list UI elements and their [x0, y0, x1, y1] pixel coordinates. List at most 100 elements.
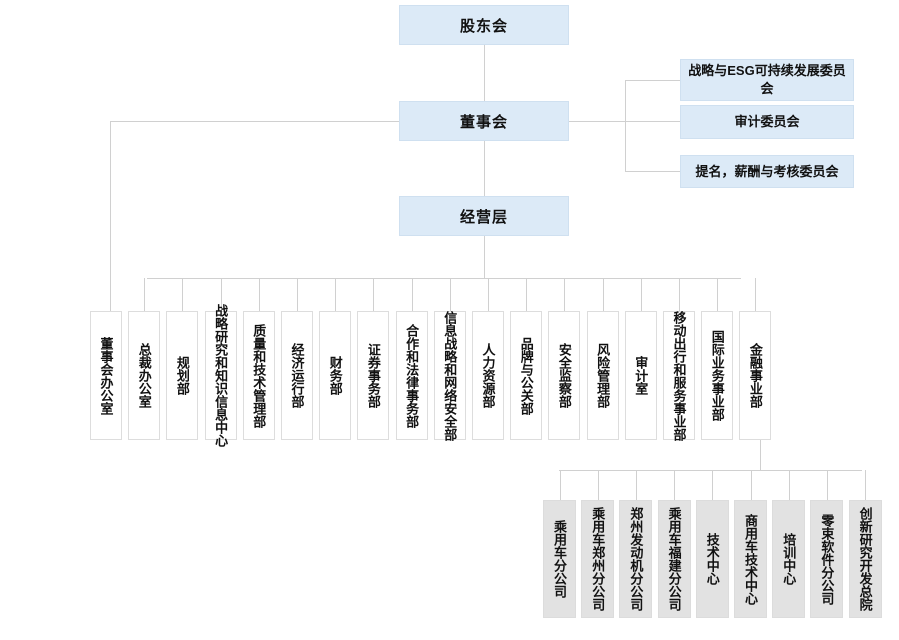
department-label-finance: 财务部	[327, 356, 343, 395]
connector-stub-president-office	[144, 278, 146, 311]
connector-stub-commercial-vehicle-tech-center	[750, 470, 752, 500]
department-box-finance[interactable]: 财务部	[319, 311, 352, 440]
connector-stub-passenger-vehicle-zhengzhou	[597, 470, 599, 500]
department-box-board-office[interactable]: 董事会办公室	[90, 311, 122, 440]
department-label-cooperation-legal: 合作和法律事务部	[404, 323, 420, 428]
department-label-financial-business: 金融事业部	[747, 343, 763, 408]
department-box-securities[interactable]: 证券事务部	[357, 311, 390, 440]
department-label-president-office: 总裁办公室	[136, 343, 152, 408]
department-label-brand-pr: 品牌与公关部	[518, 336, 534, 415]
connector-stub-innovation-rd-institute	[865, 470, 867, 500]
subsidiary-label-passenger-vehicle: 乘用车分公司	[552, 520, 567, 598]
department-label-mobility-service: 移动出行和服务事业部	[671, 310, 687, 441]
connector-committee-nomination	[625, 171, 680, 172]
subsidiary-label-passenger-vehicle-fujian: 乘用车福建分公司	[666, 507, 682, 611]
connector-board-to-boardoffice-horizontal	[110, 121, 401, 122]
department-box-quality-technology[interactable]: 质量和技术管理部	[242, 311, 275, 440]
committee-label-audit: 审计委员会	[734, 114, 800, 130]
subsidiary-label-technology-center: 技术中心	[704, 533, 720, 585]
department-box-international-business[interactable]: 国际业务事业部	[701, 311, 734, 440]
department-box-planning[interactable]: 规划部	[166, 311, 199, 440]
connector-stub-zhengzhou-engine	[635, 470, 637, 500]
department-box-safety-supervision[interactable]: 安全监察部	[548, 311, 581, 440]
department-label-risk-management: 风险管理部	[595, 343, 611, 408]
connector-stub-passenger-vehicle	[559, 470, 561, 500]
connector-stub-safety-supervision	[564, 278, 566, 311]
department-label-audit-office: 审计室	[633, 356, 649, 395]
connector-shareholders-board	[484, 45, 485, 102]
department-box-information-security[interactable]: 信息战略和网络安全部	[433, 311, 466, 441]
connector-stub-economic-operations	[297, 278, 298, 311]
department-label-strategy-research: 战略研究和知识信息中心	[213, 304, 229, 447]
committee-box-audit[interactable]: 审计委员会	[680, 105, 854, 139]
subsidiary-label-commercial-vehicle-tech-center: 商用车技术中心	[743, 513, 758, 605]
subsidiary-box-passenger-vehicle-fujian[interactable]: 乘用车福建分公司	[657, 500, 691, 618]
committee-label-strategy-esg: 战略与ESG可持续发展委员会	[688, 63, 846, 96]
subsidiary-label-innovation-rd-institute: 创新研究开发总院	[857, 507, 873, 611]
connector-stub-quality-technology	[258, 278, 260, 311]
department-box-president-office[interactable]: 总裁办公室	[128, 311, 161, 440]
connector-stub-human-resources	[488, 278, 489, 311]
connector-stub-lingshu-software	[826, 470, 828, 500]
connector-board-to-boardoffice-vertical	[110, 121, 111, 311]
connector-stub-technology-center	[712, 470, 714, 500]
subsidiary-label-lingshu-software: 零束软件分公司	[819, 513, 835, 605]
connector-board-committee-bus	[568, 121, 680, 122]
connector-stub-international-business	[717, 278, 719, 311]
department-box-cooperation-legal[interactable]: 合作和法律事务部	[395, 311, 428, 440]
tier-label-management: 经营层	[459, 208, 508, 226]
connector-stub-cooperation-legal	[411, 278, 413, 311]
department-box-brand-pr[interactable]: 品牌与公关部	[510, 311, 543, 440]
connector-stub-finance	[335, 278, 337, 311]
tier-label-shareholders: 股东会	[459, 17, 508, 35]
tier-box-board[interactable]: 董事会	[399, 101, 569, 141]
department-box-mobility-service[interactable]: 移动出行和服务事业部	[663, 310, 695, 441]
connector-stub-strategy-research	[220, 278, 222, 311]
subsidiary-label-training-center: 培训中心	[781, 533, 797, 585]
department-label-economic-operations: 经济运行部	[289, 343, 305, 408]
connector-stub-financial-business	[755, 278, 757, 311]
connector-stub-audit-office	[640, 278, 642, 311]
connector-stub-planning	[182, 278, 184, 311]
connector-committee-strategy	[625, 80, 680, 81]
department-label-planning: 规划部	[174, 356, 190, 395]
connector-stub-brand-pr	[526, 278, 528, 311]
committee-box-strategy-esg[interactable]: 战略与ESG可持续发展委员会	[680, 59, 854, 101]
department-label-board-office: 董事会办公室	[98, 336, 114, 415]
tier-label-board: 董事会	[459, 113, 508, 131]
department-label-quality-technology: 质量和技术管理部	[251, 323, 267, 428]
department-box-strategy-research[interactable]: 战略研究和知识信息中心	[204, 304, 237, 447]
subsidiary-label-zhengzhou-engine: 郑州发动机分公司	[628, 507, 644, 611]
tier-box-management[interactable]: 经营层	[399, 196, 569, 236]
subsidiary-box-passenger-vehicle-zhengzhou[interactable]: 乘用车郑州分公司	[581, 500, 615, 618]
connector-financial-to-subbus	[760, 440, 761, 471]
committee-label-nomination-compensation: 提名，薪酬与考核委员会	[695, 163, 839, 179]
connector-stub-passenger-vehicle-fujian	[674, 470, 676, 500]
subsidiary-box-technology-center[interactable]: 技术中心	[695, 500, 729, 618]
department-box-economic-operations[interactable]: 经济运行部	[281, 311, 313, 440]
committee-box-nomination-compensation[interactable]: 提名，薪酬与考核委员会	[680, 155, 854, 188]
department-label-human-resources: 人力资源部	[480, 343, 496, 408]
subsidiary-box-zhengzhou-engine[interactable]: 郑州发动机分公司	[619, 500, 653, 618]
connector-stub-information-security	[449, 278, 451, 311]
subsidiary-box-commercial-vehicle-tech-center[interactable]: 商用车技术中心	[734, 500, 767, 618]
department-box-financial-business[interactable]: 金融事业部	[739, 311, 772, 440]
department-label-securities: 证券事务部	[365, 343, 381, 408]
subsidiary-box-innovation-rd-institute[interactable]: 创新研究开发总院	[848, 500, 882, 618]
subsidiary-box-training-center[interactable]: 培训中心	[772, 500, 806, 618]
connector-board-management	[484, 141, 485, 196]
department-box-risk-management[interactable]: 风险管理部	[586, 311, 619, 440]
tier-box-shareholders[interactable]: 股东会	[399, 5, 569, 45]
subsidiary-box-passenger-vehicle[interactable]: 乘用车分公司	[543, 500, 576, 618]
connector-committee-vertical-bus	[625, 80, 626, 172]
connector-stub-training-center	[788, 470, 790, 500]
connector-management-to-deptbus	[484, 236, 485, 278]
department-box-human-resources[interactable]: 人力资源部	[472, 311, 504, 440]
connector-department-bus	[147, 278, 741, 279]
connector-stub-securities	[373, 278, 375, 311]
subsidiary-box-lingshu-software[interactable]: 零束软件分公司	[810, 500, 844, 618]
connector-subsidiary-bus	[559, 470, 862, 471]
subsidiary-label-passenger-vehicle-zhengzhou: 乘用车郑州分公司	[590, 507, 606, 611]
department-box-audit-office[interactable]: 审计室	[624, 311, 657, 440]
